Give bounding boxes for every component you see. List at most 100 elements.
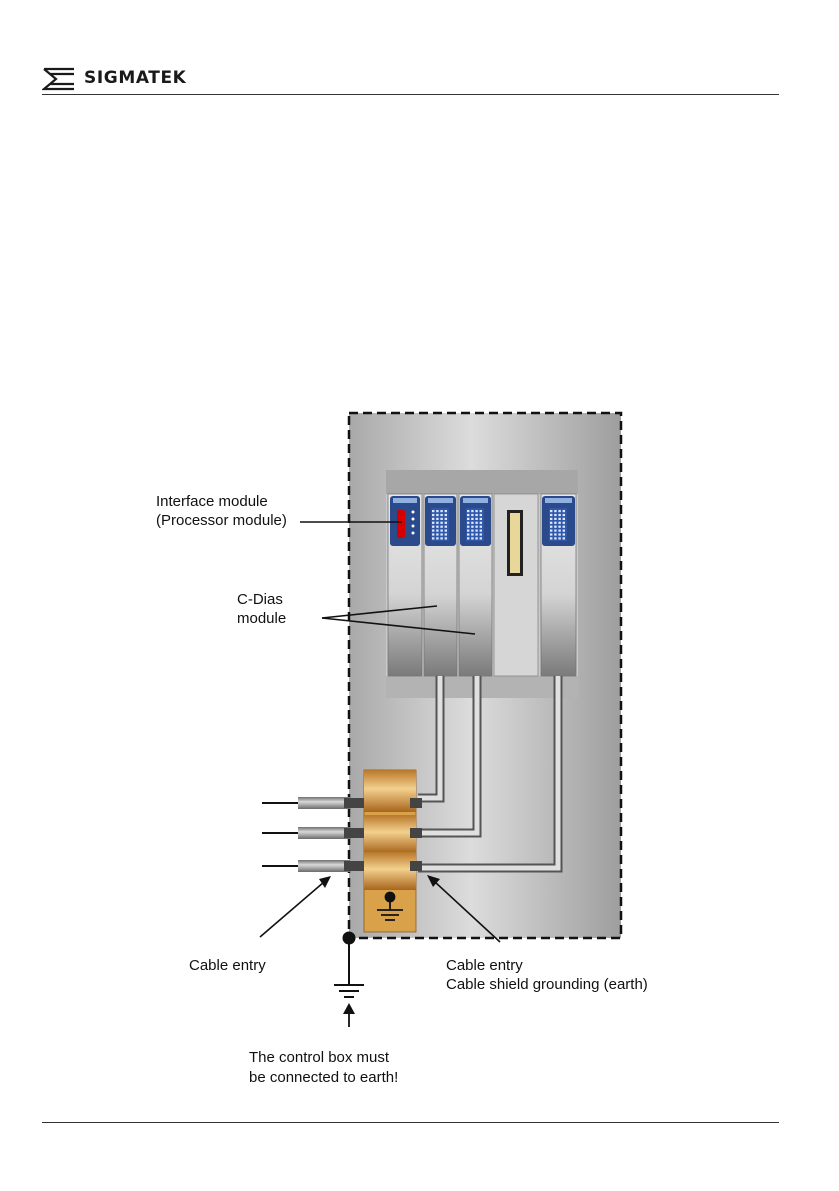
label-earth-note-2: be connected to earth! [249, 1069, 398, 1086]
io-led [471, 530, 473, 532]
label-cable-entry-left: Cable entry [189, 957, 266, 974]
io-led [554, 518, 556, 520]
io-led [467, 530, 469, 532]
io-led [436, 533, 438, 535]
io-led [467, 510, 469, 512]
io-led [475, 526, 477, 528]
io-led [467, 533, 469, 535]
io-led [436, 510, 438, 512]
io-led [550, 533, 552, 535]
io-led [471, 522, 473, 524]
io-led [558, 522, 560, 524]
io-led [475, 510, 477, 512]
io-led [550, 537, 552, 539]
io-led [475, 530, 477, 532]
io-led [475, 522, 477, 524]
io-led [436, 526, 438, 528]
io-led [480, 510, 482, 512]
io-led [563, 518, 565, 520]
io-led [550, 518, 552, 520]
io-led [471, 510, 473, 512]
io-led [554, 533, 556, 535]
io-led [432, 526, 434, 528]
cabinet-earth-connection [334, 933, 364, 998]
io-led [432, 518, 434, 520]
io-led [440, 530, 442, 532]
io-led [445, 530, 447, 532]
io-led [440, 522, 442, 524]
io-led [558, 510, 560, 512]
label-module: module [237, 610, 286, 627]
io-led [475, 514, 477, 516]
io-led [563, 510, 565, 512]
io-led [436, 518, 438, 520]
io-led [471, 518, 473, 520]
io-led [432, 510, 434, 512]
io-led [563, 526, 565, 528]
io-led [471, 514, 473, 516]
io-led [480, 522, 482, 524]
label-c-dias: C-Dias [237, 591, 283, 608]
io-led [554, 522, 556, 524]
io-led [445, 537, 447, 539]
earth-arrow-icon [343, 1003, 355, 1027]
io-led [467, 537, 469, 539]
io-led [554, 530, 556, 532]
io-led [554, 514, 556, 516]
io-led [440, 510, 442, 512]
io-led [554, 510, 556, 512]
io-led [550, 514, 552, 516]
footer-divider [42, 1122, 779, 1123]
io-led [436, 514, 438, 516]
io-led [480, 530, 482, 532]
io-led [563, 522, 565, 524]
c-dias-module-2 [459, 494, 492, 676]
c-dias-module-1 [424, 494, 457, 676]
io-led [480, 526, 482, 528]
io-led [558, 537, 560, 539]
io-led [558, 533, 560, 535]
io-led [432, 514, 434, 516]
io-led [558, 530, 560, 532]
io-led [550, 526, 552, 528]
io-led [471, 537, 473, 539]
io-led [445, 518, 447, 520]
io-led [563, 514, 565, 516]
io-led [445, 526, 447, 528]
io-led [554, 537, 556, 539]
io-led [471, 533, 473, 535]
io-led [436, 522, 438, 524]
io-led [550, 530, 552, 532]
io-led [480, 514, 482, 516]
io-led [440, 526, 442, 528]
label-cable-shield-grounding: Cable shield grounding (earth) [446, 976, 648, 993]
processor-led-indicator [397, 510, 405, 538]
connector-slot [494, 494, 538, 676]
io-led [432, 522, 434, 524]
io-led [432, 533, 434, 535]
io-led [558, 514, 560, 516]
io-led [475, 533, 477, 535]
io-led [480, 533, 482, 535]
io-led [445, 533, 447, 535]
io-led [563, 533, 565, 535]
io-led [440, 533, 442, 535]
external-cables [262, 797, 350, 872]
io-led [432, 537, 434, 539]
label-interface-module: Interface module [156, 493, 268, 510]
io-led [467, 514, 469, 516]
io-led [467, 526, 469, 528]
io-led [475, 537, 477, 539]
io-led [445, 510, 447, 512]
io-led [563, 537, 565, 539]
io-led [554, 526, 556, 528]
io-led [475, 518, 477, 520]
io-led [440, 514, 442, 516]
io-led [471, 526, 473, 528]
io-led [480, 537, 482, 539]
io-led [550, 522, 552, 524]
io-led [558, 526, 560, 528]
label-processor-module: (Processor module) [156, 512, 287, 529]
io-led [432, 530, 434, 532]
